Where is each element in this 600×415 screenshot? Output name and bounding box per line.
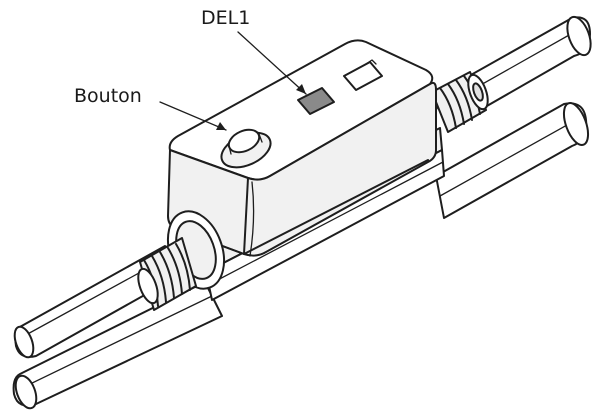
del1-arrowhead xyxy=(296,84,306,94)
left-cable-gland xyxy=(137,210,226,311)
callouts xyxy=(159,31,307,131)
button-label: Bouton xyxy=(74,85,142,107)
del1-label: DEL1 xyxy=(201,7,250,29)
push-button xyxy=(220,128,272,169)
button-arrowhead xyxy=(216,122,226,130)
button-leader-line xyxy=(159,101,227,131)
right-cable-gland xyxy=(431,71,489,133)
del1-leader-line xyxy=(237,31,307,95)
front-rail xyxy=(12,102,590,410)
led-indicators xyxy=(297,59,383,115)
battery-icon xyxy=(343,61,383,91)
del1-led xyxy=(297,87,335,115)
